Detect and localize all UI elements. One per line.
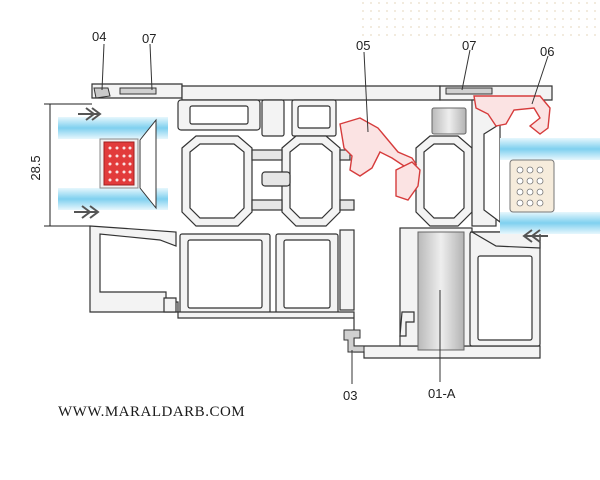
label-01a: 01-A [428, 386, 456, 401]
gasket-03 [343, 329, 365, 353]
left-top-arrow-icon [78, 107, 102, 121]
label-06: 06 [540, 44, 554, 59]
gasket-06 [473, 95, 551, 135]
gasket-04 [93, 87, 111, 99]
right-bottom-arrow-icon [522, 229, 548, 243]
left-bottom-arrow-icon [74, 205, 100, 219]
leader-lines [101, 43, 549, 384]
right-glazing [500, 138, 600, 243]
label-03: 03 [343, 388, 357, 403]
dimension-label: 28.5 [28, 155, 43, 180]
grey-block [431, 107, 467, 135]
gasket-07-left [119, 87, 157, 95]
label-07-left: 07 [142, 31, 156, 46]
label-04: 04 [92, 29, 106, 44]
background-dot-pattern [360, 0, 600, 40]
website-url: WWW.MARALDARB.COM [58, 404, 246, 420]
gasket-07-right [445, 87, 493, 95]
label-05: 05 [356, 38, 370, 53]
label-07-right: 07 [462, 38, 476, 53]
gasket-05 [339, 117, 421, 201]
reinforcement-insert-01a [417, 231, 465, 351]
left-glazing: 28.5 [28, 103, 168, 227]
